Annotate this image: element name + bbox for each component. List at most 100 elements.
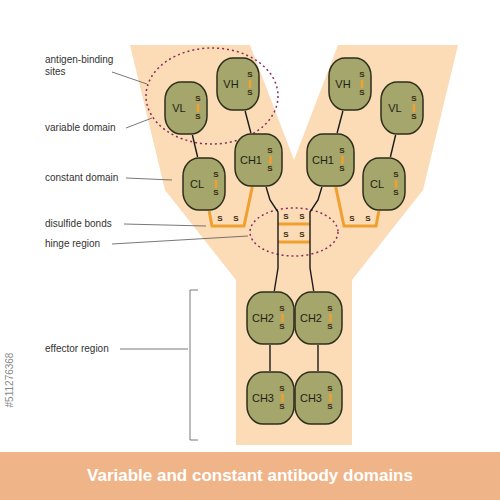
sulfur-atom: S xyxy=(279,305,284,313)
domain-blob xyxy=(235,134,282,186)
sulfur-atom: S xyxy=(213,171,218,179)
sulfur-atom: S xyxy=(267,165,272,173)
domain-blob xyxy=(363,158,405,210)
intradomain-bond xyxy=(197,104,200,112)
callout-label: variable domain xyxy=(45,122,116,134)
domain-label: VL xyxy=(172,102,185,114)
sulfur-atom: S xyxy=(411,95,416,103)
binding-site-ring xyxy=(146,48,278,144)
hinge-bond-bar xyxy=(278,241,310,244)
domain-blob xyxy=(247,292,294,344)
domain-label: VL xyxy=(388,102,401,114)
domain-label: VH xyxy=(223,78,238,90)
sulfur-atom: S xyxy=(283,231,288,239)
hinge-ring xyxy=(250,208,338,256)
sulfur-atom: S xyxy=(267,147,272,155)
domain-label: VH xyxy=(335,78,350,90)
sulfur-atom: S xyxy=(339,165,344,173)
antibody-domain: CH2 xyxy=(246,291,295,345)
sulfur-atom: S xyxy=(327,385,332,393)
antibody-domain: CH1 xyxy=(306,133,355,187)
antibody-domain: CH2 xyxy=(294,291,343,345)
polypeptide-chain xyxy=(390,135,395,157)
domain-blob xyxy=(295,372,342,424)
callout-label: disulfide bonds xyxy=(45,218,112,230)
domain-blob xyxy=(329,58,371,110)
intradomain-bond xyxy=(395,180,398,188)
sulfur-atom: S xyxy=(365,215,370,223)
antibody-domain: VH xyxy=(216,57,260,111)
callout-label: effector region xyxy=(45,343,109,355)
antibody-y-band xyxy=(130,45,458,445)
sulfur-atom: S xyxy=(327,305,332,313)
antibody-domain: CH3 xyxy=(246,371,295,425)
intradomain-bond xyxy=(281,314,284,322)
callout-label: constant domain xyxy=(45,172,118,184)
domain-blob xyxy=(381,82,423,134)
watermark-id: #511276368 xyxy=(4,353,16,408)
intradomain-bond xyxy=(329,314,332,322)
polypeptide-chain xyxy=(317,345,318,371)
intradomain-bond xyxy=(215,180,218,188)
hinge-bond-bar xyxy=(278,223,310,226)
domain-blob xyxy=(165,82,207,134)
polypeptide-chain xyxy=(192,135,197,157)
sulfur-atom: S xyxy=(299,231,304,239)
domain-blob xyxy=(307,134,354,186)
antibody-domain: VL xyxy=(380,81,424,135)
polypeptide-chain xyxy=(266,187,278,291)
sulfur-atom: S xyxy=(195,95,200,103)
intradomain-bond xyxy=(249,80,252,88)
domain-blob xyxy=(183,158,225,210)
sulfur-atom: S xyxy=(279,323,284,331)
sulfur-atom: S xyxy=(349,215,354,223)
domain-blob xyxy=(217,58,259,110)
antibody-domain: CH3 xyxy=(294,371,343,425)
intradomain-bond xyxy=(281,394,284,402)
leader-line xyxy=(126,118,152,128)
intradomain-bond xyxy=(341,156,344,164)
figure-title: Variable and constant antibody domains xyxy=(0,452,500,500)
sulfur-atom: S xyxy=(213,189,218,197)
antibody-domain: CH1 xyxy=(234,133,283,187)
intradomain-bond xyxy=(329,394,332,402)
domain-blob xyxy=(295,292,342,344)
antibody-domain: VH xyxy=(328,57,372,111)
effector-bracket xyxy=(190,290,198,440)
callout-label: antigen-binding sites xyxy=(45,54,123,78)
domain-label: CH1 xyxy=(312,154,334,166)
domain-label: CH1 xyxy=(240,154,262,166)
sulfur-atom: S xyxy=(233,215,238,223)
sulfur-atom: S xyxy=(327,403,332,411)
intradomain-bond xyxy=(413,104,416,112)
sulfur-atom: S xyxy=(393,171,398,179)
domain-label: CH3 xyxy=(300,392,322,404)
sulfur-atom: S xyxy=(411,113,416,121)
domain-label: CH2 xyxy=(252,312,274,324)
polypeptide-chain xyxy=(337,111,343,133)
leader-line xyxy=(112,72,147,84)
sulfur-atom: S xyxy=(195,113,200,121)
polypeptide-chain xyxy=(269,345,270,371)
intradomain-bond xyxy=(269,156,272,164)
domain-shape xyxy=(380,81,424,135)
sulfur-atom: S xyxy=(393,189,398,197)
sulfur-atom: S xyxy=(339,147,344,155)
leader-line xyxy=(126,178,172,180)
domain-label: CL xyxy=(190,178,204,190)
sulfur-atom: S xyxy=(299,213,304,221)
sulfur-atom: S xyxy=(217,215,222,223)
sulfur-atom: S xyxy=(279,403,284,411)
intradomain-bond xyxy=(361,80,364,88)
antibody-domain: CL xyxy=(362,157,406,211)
domain-shape xyxy=(164,81,208,135)
sulfur-atom: S xyxy=(279,385,284,393)
domain-label: CL xyxy=(370,178,384,190)
callout-label: hinge region xyxy=(45,238,100,250)
sulfur-atom: S xyxy=(247,71,252,79)
antibody-domain: CL xyxy=(182,157,226,211)
sulfur-atom: S xyxy=(359,89,364,97)
sulfur-atom: S xyxy=(247,89,252,97)
polypeptide-chain xyxy=(245,111,251,133)
